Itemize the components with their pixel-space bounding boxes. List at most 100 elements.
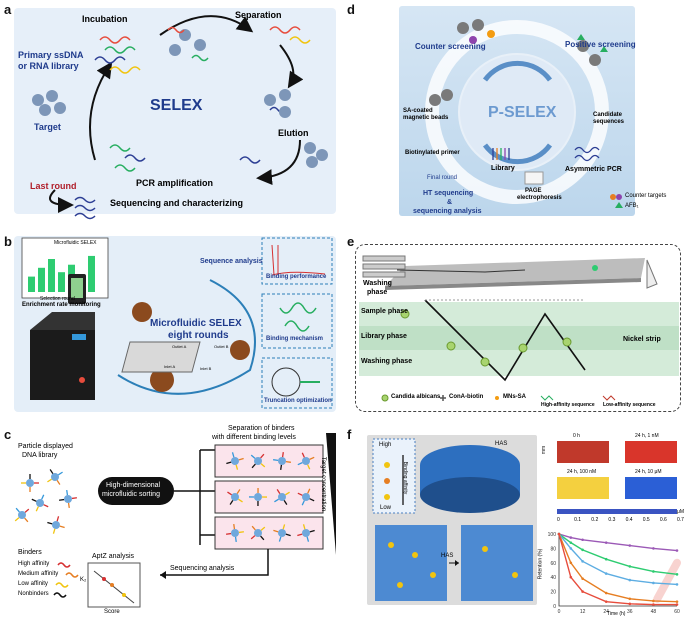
particle bbox=[225, 523, 245, 543]
data-point bbox=[581, 548, 584, 552]
particle bbox=[273, 524, 291, 542]
y-tick-label: 0 bbox=[553, 604, 556, 610]
panel-b-label: b bbox=[4, 234, 12, 249]
label-beads-1: SA-coated bbox=[403, 108, 433, 114]
particle bbox=[58, 489, 78, 509]
label-high-affinity: High affinity bbox=[18, 561, 50, 567]
label-medium-affinity: Medium affinity bbox=[18, 571, 59, 577]
label-particle-2: DNA library bbox=[22, 452, 58, 459]
data-point bbox=[675, 583, 679, 586]
heat-title-2: 24 h, 100 nM bbox=[567, 469, 597, 475]
particle bbox=[273, 452, 291, 470]
label-p-selex: P-SELEX bbox=[488, 104, 557, 121]
data-point bbox=[569, 547, 573, 550]
particle bbox=[47, 516, 65, 534]
label-washing-1: Washing bbox=[363, 280, 392, 287]
panel-d: d Counter screening Positive scr bbox=[345, 0, 685, 220]
panel-c-label: c bbox=[4, 427, 12, 442]
label-particle-1: Particle displayed bbox=[18, 443, 73, 450]
label-asym-pcr: Asymmetric PCR bbox=[565, 166, 622, 173]
label-outlet-b: Outlet B bbox=[214, 344, 229, 349]
target-conc-wedge bbox=[326, 433, 336, 555]
heat-title-3: 24 h, 10 μM bbox=[635, 469, 662, 475]
series-line bbox=[558, 533, 678, 552]
data-point bbox=[604, 541, 608, 544]
label-library-2: or RNA library bbox=[18, 61, 79, 71]
colorbar-tick: 0.1 bbox=[574, 517, 582, 523]
data-point bbox=[581, 577, 584, 580]
x-tick-label: 60 bbox=[674, 609, 680, 615]
label-enrichment-rate: Enrichment rate monitoring bbox=[22, 302, 101, 308]
panel-f-label: f bbox=[347, 427, 352, 442]
arrow-elution-to-pcr bbox=[256, 139, 301, 186]
label-selex-center: SELEX bbox=[150, 97, 203, 114]
data-point bbox=[628, 602, 632, 606]
legend-low-affinity: Low-affinity sequence bbox=[603, 402, 656, 408]
chip bbox=[121, 341, 201, 373]
legend-d-marks bbox=[610, 194, 623, 208]
label-seq-analysis-b: Sequence analysis bbox=[200, 258, 263, 265]
panel-b: b Microfluidic SELEX Selection round Enr… bbox=[0, 230, 340, 415]
data-point bbox=[581, 560, 584, 563]
release-heatmaps bbox=[557, 441, 677, 514]
label-has-top: HAS bbox=[495, 441, 508, 447]
enrichment-bar bbox=[58, 272, 65, 292]
colorbar-tick: 0.7 bbox=[677, 517, 684, 523]
legend-high-affinity: High-affinity sequence bbox=[541, 402, 595, 408]
binding-mech-box bbox=[261, 293, 333, 349]
data-point bbox=[604, 600, 608, 603]
label-binding-perf: Binding performance bbox=[266, 274, 327, 280]
label-sequencing: Sequencing and characterizing bbox=[110, 198, 244, 208]
center-arrow-bottom bbox=[482, 143, 553, 165]
data-point bbox=[652, 603, 655, 606]
label-sorting-2: microfluidic sorting bbox=[102, 491, 160, 498]
label-ht-2: & bbox=[447, 199, 453, 206]
colorbar-unit: μM bbox=[677, 509, 685, 515]
series-line bbox=[558, 533, 678, 586]
separation-strands bbox=[264, 26, 311, 118]
label-seq-analysis-c: Sequencing analysis bbox=[170, 565, 235, 572]
x-tick-label: 24 bbox=[603, 609, 609, 615]
colorbar-tick: 0.3 bbox=[608, 517, 616, 523]
colorbar-tick: 0.5 bbox=[642, 517, 650, 523]
pcr-strands bbox=[109, 144, 261, 172]
label-elution: Elution bbox=[278, 128, 309, 138]
data-point bbox=[652, 547, 655, 550]
page-gel bbox=[524, 171, 544, 185]
label-final-round: Final round bbox=[427, 175, 458, 181]
x-tick-label: 36 bbox=[627, 609, 633, 615]
selex-cycle-diagram bbox=[32, 15, 328, 220]
particle bbox=[31, 494, 49, 512]
truncation-box bbox=[261, 357, 333, 409]
particle bbox=[248, 487, 268, 507]
panel-e-label: e bbox=[347, 234, 355, 249]
data-point bbox=[569, 536, 573, 539]
label-washing-2: phase bbox=[367, 289, 388, 296]
label-high: High bbox=[379, 442, 392, 448]
sample-phase-band bbox=[359, 302, 679, 326]
data-point bbox=[604, 572, 608, 575]
data-point bbox=[675, 600, 679, 603]
label-washing-phase: Washing phase bbox=[361, 358, 413, 365]
data-point bbox=[652, 599, 655, 603]
label-low: Low bbox=[380, 505, 392, 511]
arrow-separation-to-elution bbox=[279, 44, 304, 89]
sorting-ellipse bbox=[98, 477, 174, 505]
hydrogel-diagram bbox=[372, 438, 533, 601]
label-selection-round: Selection round bbox=[40, 296, 75, 302]
particle bbox=[250, 453, 266, 469]
instrument-body bbox=[30, 330, 95, 400]
data-point bbox=[628, 597, 632, 601]
data-point bbox=[604, 557, 608, 561]
legend-mns: MNs-SA bbox=[503, 394, 527, 400]
label-low-affinity: Low affinity bbox=[18, 581, 48, 587]
label-page-2: electrophoresis bbox=[517, 195, 562, 201]
enrichment-bar bbox=[28, 276, 35, 292]
binding-perf-box bbox=[261, 237, 333, 285]
enrichment-bar bbox=[88, 255, 95, 292]
high-dimensional-sorting-diagram bbox=[14, 433, 336, 608]
legend-counter-targets: Counter targets bbox=[625, 193, 667, 199]
particle bbox=[47, 469, 63, 485]
microfluidic-selex-diagram bbox=[21, 237, 333, 409]
